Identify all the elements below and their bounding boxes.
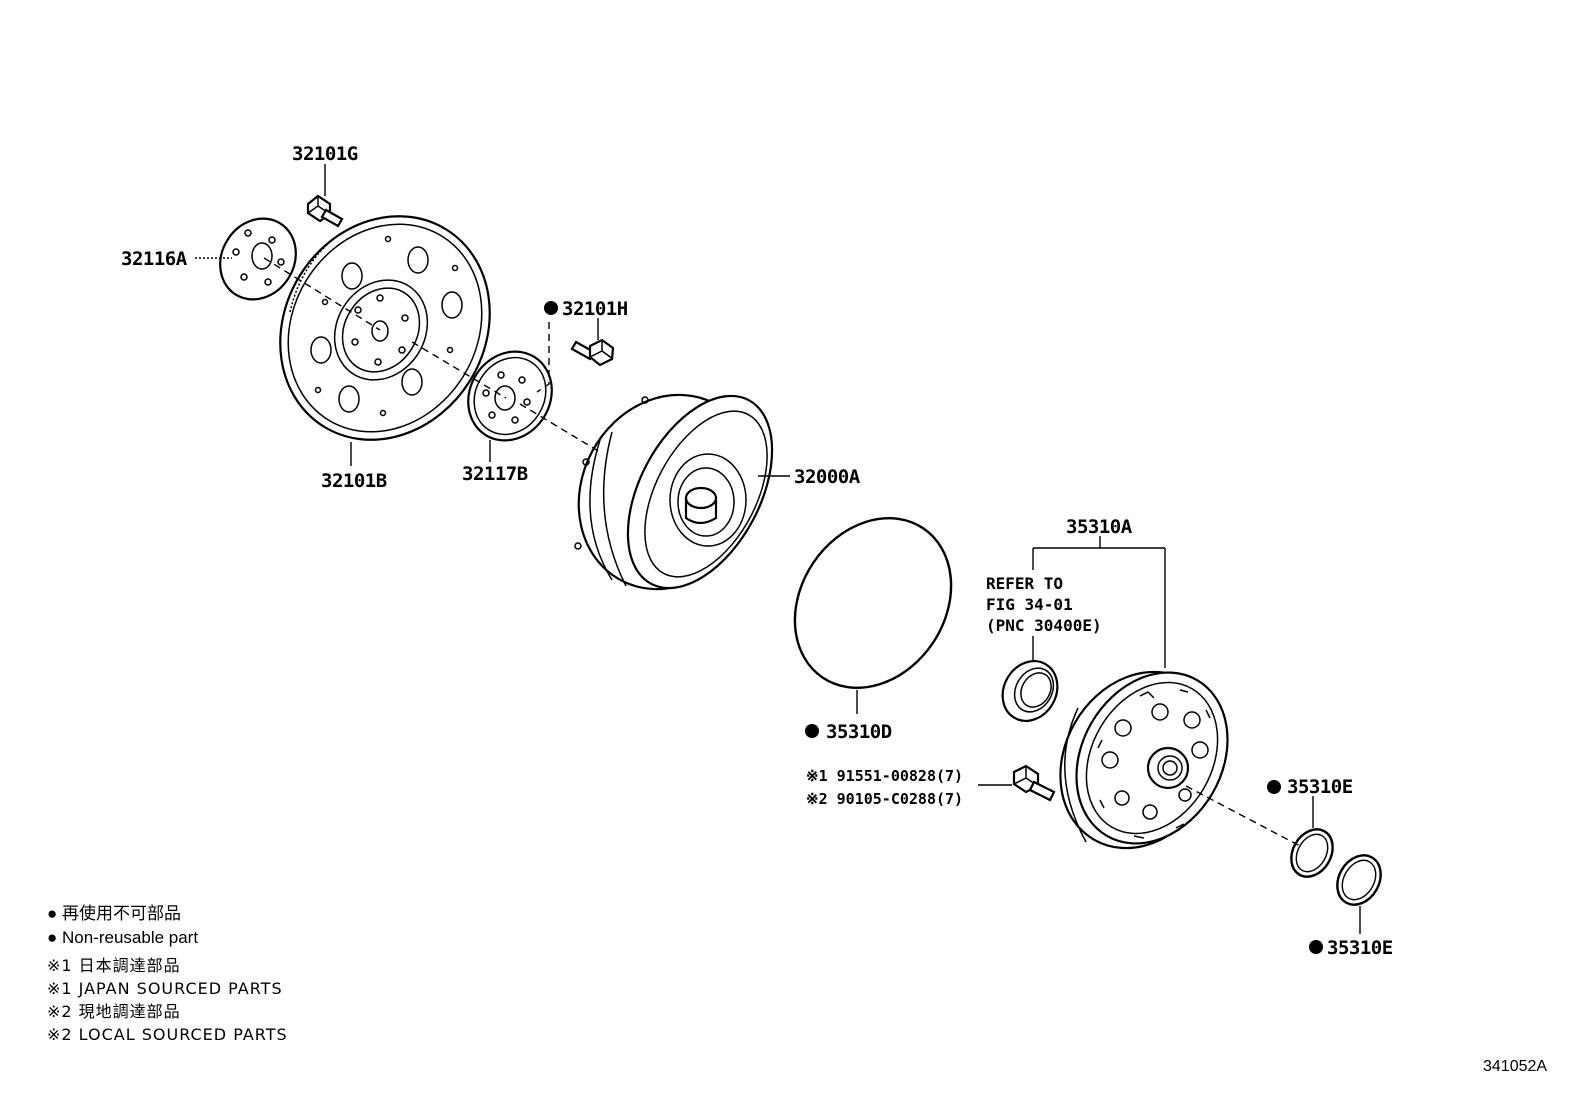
label-32101g[interactable]: 32101G	[292, 143, 358, 165]
non-reusable-marker	[544, 301, 558, 315]
plate-32117b[interactable]	[452, 336, 569, 456]
oil-seal[interactable]	[992, 651, 1068, 731]
svg-text:※1 JAPAN SOURCED PARTS: ※1 JAPAN SOURCED PARTS	[47, 979, 283, 998]
o-ring-35310d[interactable]	[763, 488, 983, 718]
alignment-lines	[263, 257, 1301, 847]
pump-bolt[interactable]	[1012, 764, 1056, 802]
bolt-alt-2[interactable]: ※2 90105-C0288(7)	[806, 790, 963, 808]
non-reusable-marker	[1309, 940, 1323, 954]
leader-lines	[195, 164, 1361, 934]
non-reusable-marker	[1267, 780, 1281, 794]
label-32117b[interactable]: 32117B	[462, 463, 528, 485]
spacer-32116a[interactable]	[205, 204, 311, 313]
label-35310e-lower[interactable]: 35310E	[1327, 937, 1393, 959]
drive-plate-32101b[interactable]	[239, 177, 532, 480]
bolt-32101g[interactable]	[306, 194, 344, 228]
torque-converter-32000a[interactable]	[545, 363, 802, 620]
oil-pump-35310a[interactable]	[1029, 643, 1258, 877]
svg-text:REFER TO: REFER TO	[986, 574, 1063, 593]
label-35310d[interactable]: 35310D	[826, 721, 892, 743]
label-32116a[interactable]: 32116A	[121, 248, 188, 270]
svg-text:FIG 34-01: FIG 34-01	[986, 595, 1073, 614]
non-reusable-marker	[805, 724, 819, 738]
label-32101h[interactable]: 32101H	[562, 298, 628, 320]
svg-text:※1 日本調達部品: ※1 日本調達部品	[47, 956, 181, 975]
label-35310a[interactable]: 35310A	[1066, 516, 1133, 538]
label-35310e-upper[interactable]: 35310E	[1287, 776, 1353, 798]
legend: ● 再使用不可部品 ● Non-reusable part ※1 日本調達部品 …	[47, 903, 288, 1044]
label-32101b[interactable]: 32101B	[321, 470, 387, 492]
reference-note: REFER TO FIG 34-01 (PNC 30400E)	[986, 574, 1102, 635]
bolt-32101h[interactable]	[570, 338, 615, 367]
part-labels: 32101G 32116A 32101H 32101B 32117B 32000…	[121, 143, 1393, 959]
ring-35310e-lower[interactable]	[1329, 847, 1390, 912]
svg-text:※2 現地調達部品: ※2 現地調達部品	[47, 1002, 181, 1021]
label-32000a[interactable]: 32000A	[794, 466, 861, 488]
bolt-alternatives: ※1 91551-00828(7) ※2 90105-C0288(7)	[806, 767, 963, 808]
svg-text:(PNC 30400E): (PNC 30400E)	[986, 616, 1102, 635]
svg-text:● Non-reusable part: ● Non-reusable part	[47, 928, 198, 947]
bolt-alt-1[interactable]: ※1 91551-00828(7)	[806, 767, 963, 785]
svg-text:※2 LOCAL SOURCED PARTS: ※2 LOCAL SOURCED PARTS	[47, 1025, 288, 1044]
ring-35310e-upper[interactable]	[1283, 822, 1341, 884]
figure-id: 341052A	[1483, 1058, 1547, 1075]
svg-text:● 再使用不可部品: ● 再使用不可部品	[47, 903, 181, 923]
